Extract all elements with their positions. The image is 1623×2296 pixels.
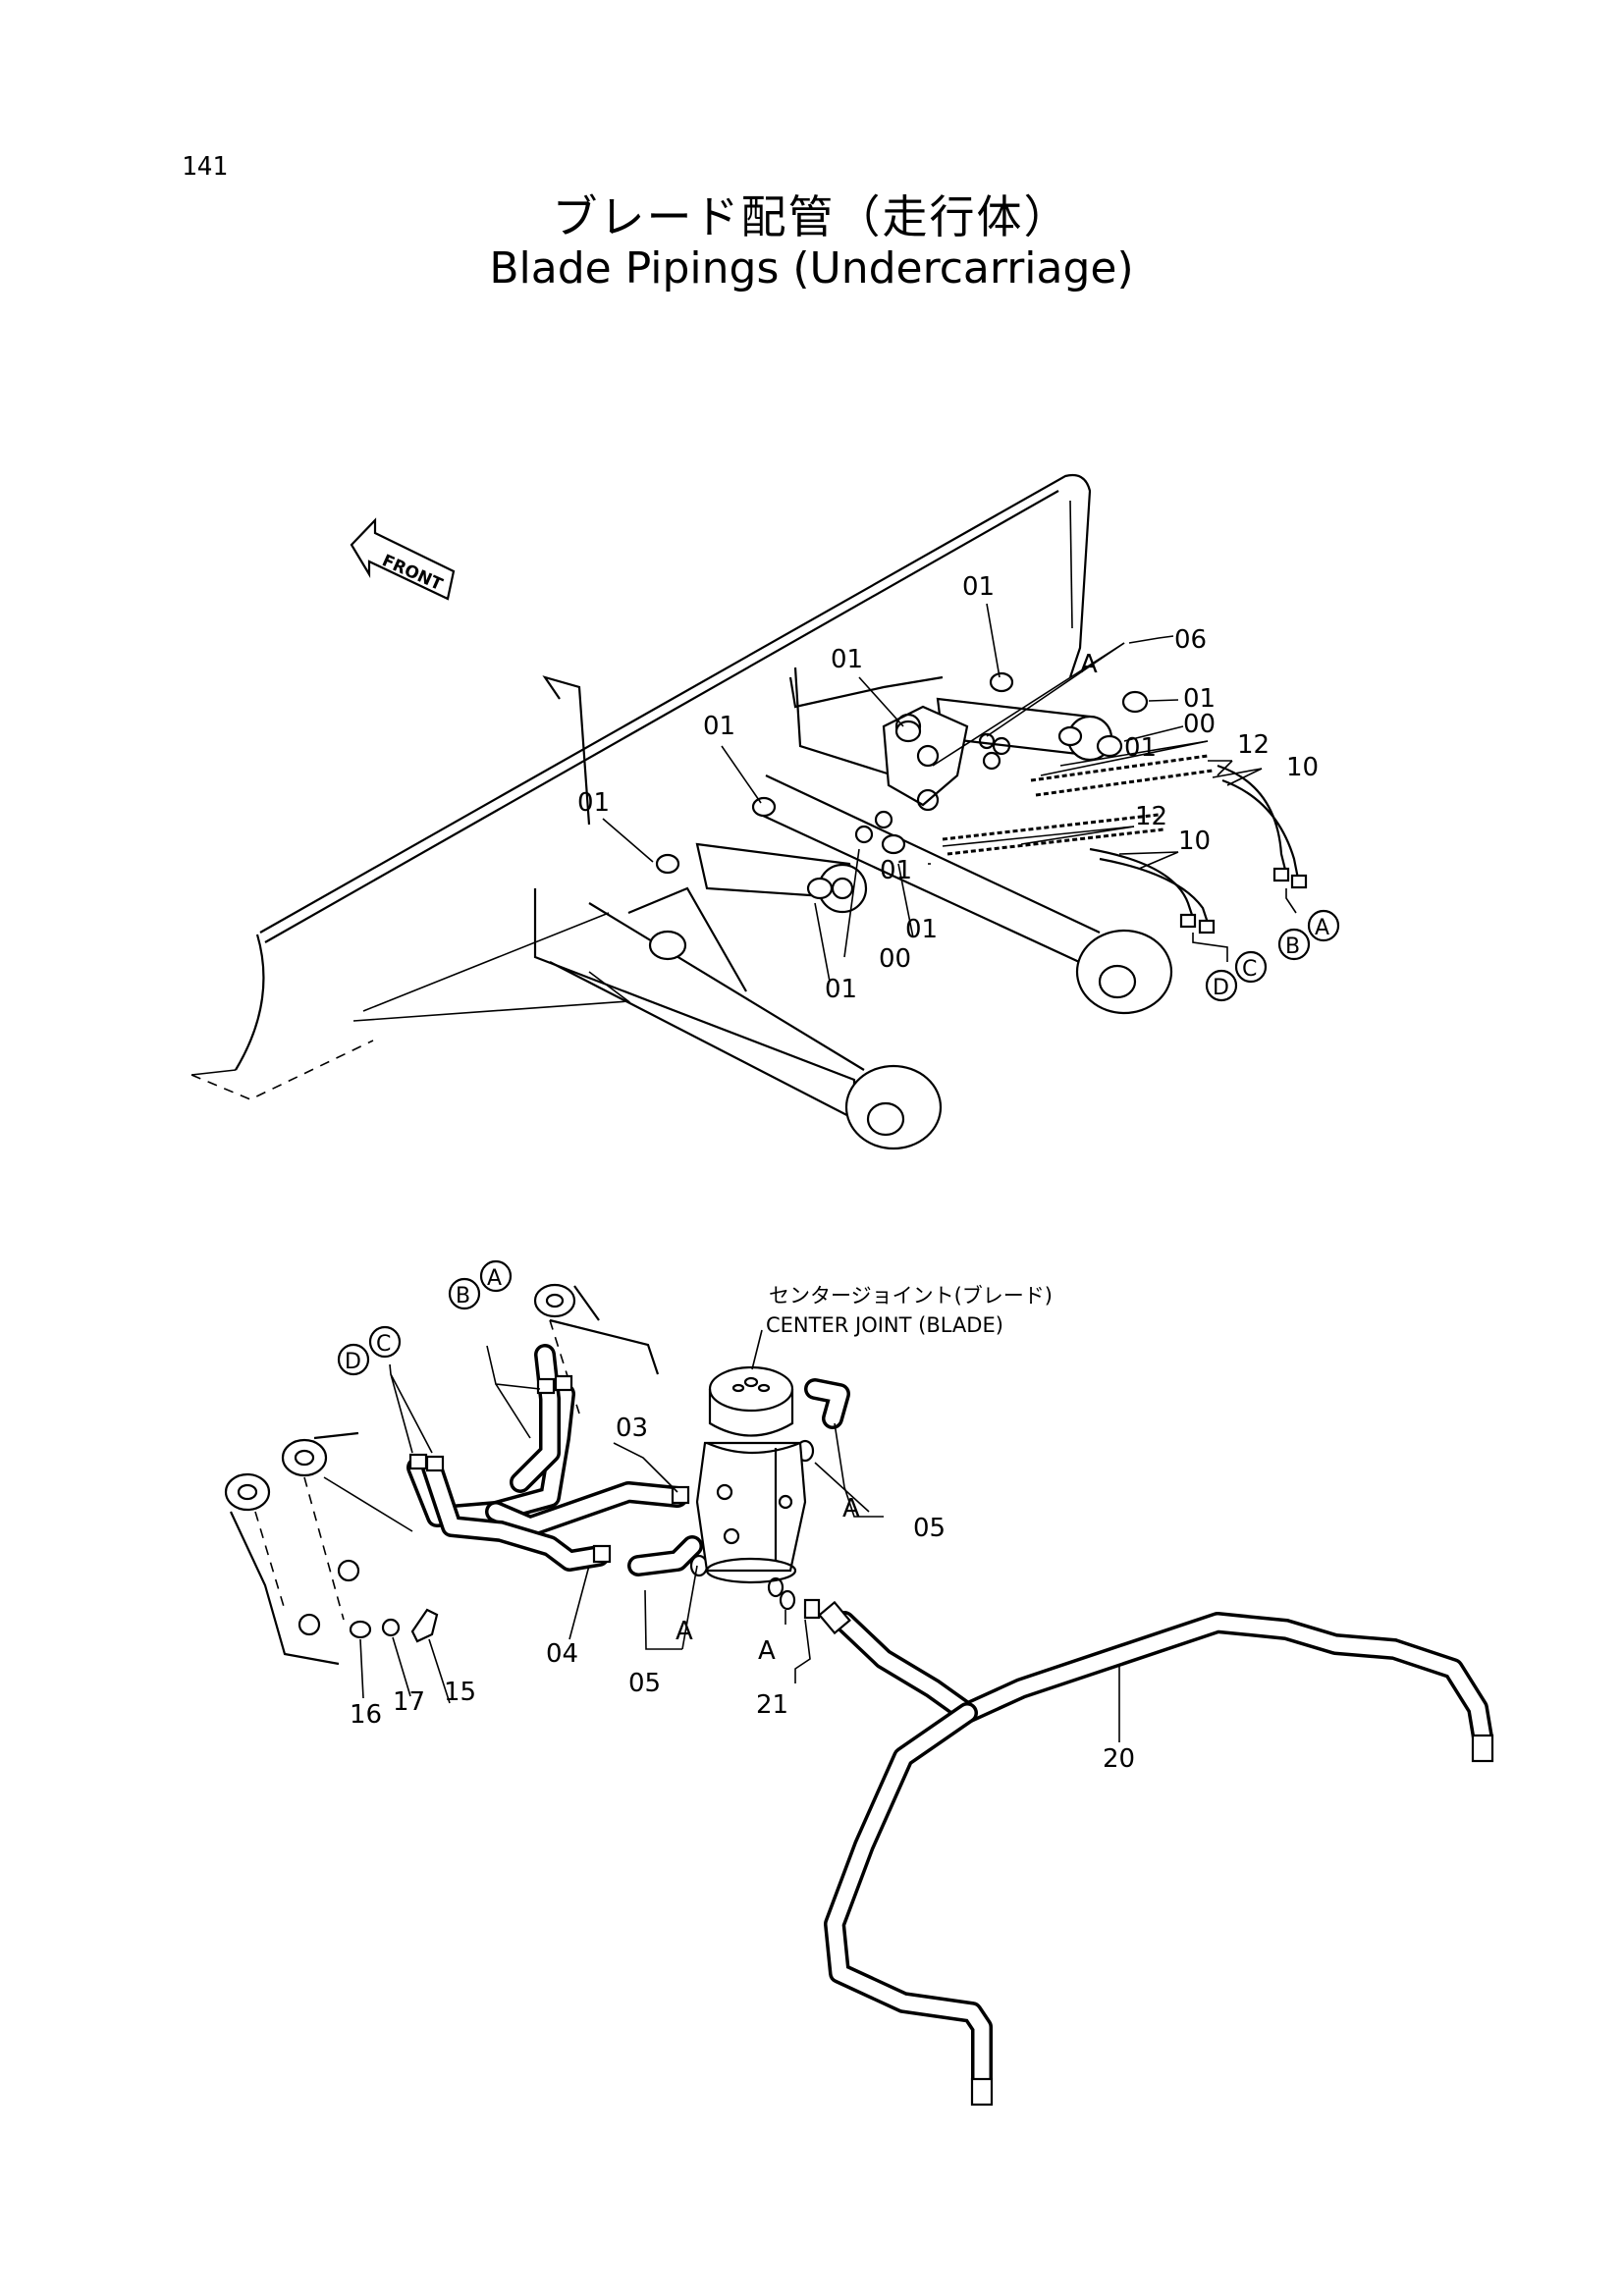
svg-text:D: D — [345, 1350, 361, 1374]
part-number-12: 12 — [1237, 730, 1270, 760]
svg-text:D: D — [1213, 976, 1229, 1000]
svg-text:B: B — [456, 1284, 470, 1308]
part-number-06: 06 — [1174, 625, 1207, 655]
circle-label-d: D — [1205, 969, 1238, 1002]
part-number-03: 03 — [616, 1414, 648, 1443]
title-english: Blade Pipings (Undercarriage) — [489, 243, 1134, 294]
part-number-00: 00 — [1183, 710, 1216, 739]
svg-text:B: B — [1285, 934, 1300, 959]
lower-view: センタージョイント(ブレード) CENTER JOINT (BLADE) 03 … — [224, 1259, 1494, 2107]
fittings — [655, 671, 1149, 900]
title-japanese: ブレード配管（走行体） — [552, 190, 1071, 243]
hoses-upper — [942, 754, 1308, 934]
circle-label-a: A — [479, 1259, 513, 1293]
circle-label-c: C — [368, 1325, 402, 1359]
circle-label-b: B — [1277, 928, 1311, 961]
part-number-05: 05 — [913, 1514, 946, 1543]
callout-a: A — [842, 1494, 860, 1523]
part-number-10: 10 — [1178, 827, 1211, 856]
center-joint — [695, 1365, 807, 1584]
part-number-05: 05 — [628, 1669, 661, 1698]
circle-label-a: A — [1307, 909, 1340, 942]
part-number-20: 20 — [1103, 1744, 1135, 1774]
part-number-01: 01 — [880, 856, 912, 885]
front-label: FRONT — [379, 551, 446, 595]
part-number-10: 10 — [1286, 753, 1319, 782]
part-number-00: 00 — [879, 944, 911, 974]
part-number-01: 01 — [1183, 684, 1216, 714]
page-number: 141 — [182, 152, 228, 182]
part-number-16: 16 — [350, 1700, 382, 1730]
callout-a: A — [676, 1617, 693, 1646]
part-number-01: 01 — [577, 788, 610, 818]
circle-label-c: C — [1234, 950, 1268, 984]
push-frame — [533, 774, 1173, 1150]
circle-label-d: D — [337, 1343, 370, 1376]
leaders-lower — [359, 1329, 1120, 1742]
part-number-01: 01 — [831, 645, 863, 674]
svg-text:C: C — [1242, 957, 1257, 982]
part-number-17: 17 — [393, 1687, 425, 1717]
callout-a: A — [1080, 650, 1098, 679]
part-number-01: 01 — [825, 975, 857, 1004]
part-number-12: 12 — [1135, 802, 1167, 831]
frame-bracket — [224, 1283, 660, 1666]
part-number-04: 04 — [546, 1639, 578, 1669]
svg-text:A: A — [487, 1266, 502, 1291]
part-number-01: 01 — [962, 572, 995, 602]
upper-view: FRONT — [190, 473, 1340, 1150]
front-arrow-icon: FRONT — [350, 517, 456, 601]
part-number-21: 21 — [756, 1690, 788, 1720]
center-joint-label-jp: センタージョイント(ブレード) — [769, 1284, 1053, 1308]
part-number-01: 01 — [703, 712, 735, 741]
pipe-04 — [421, 1344, 610, 1572]
fittings-lower — [349, 1608, 439, 1643]
part-number-15: 15 — [444, 1678, 476, 1707]
leaders-upper — [602, 603, 1297, 983]
dozer-blade — [190, 473, 1092, 1100]
svg-text:A: A — [1315, 916, 1329, 940]
part-number-01: 01 — [1124, 733, 1157, 763]
callout-a: A — [758, 1636, 776, 1666]
svg-text:C: C — [376, 1332, 391, 1357]
pipe-20 — [803, 1598, 1494, 2107]
center-joint-label-en: CENTER JOINT (BLADE) — [766, 1313, 1003, 1337]
part-number-01: 01 — [905, 915, 938, 944]
circle-label-b: B — [448, 1277, 481, 1310]
